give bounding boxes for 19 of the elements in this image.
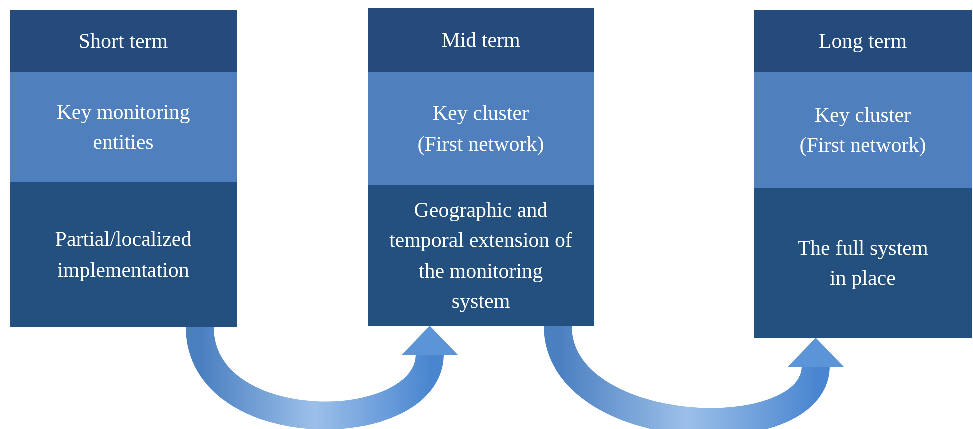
header-box [10, 10, 237, 72]
box-text: Key cluster (First network) [416, 100, 546, 158]
box-text: Short term [78, 28, 168, 55]
scope-box [754, 188, 972, 338]
box-text: Mid term [442, 26, 520, 54]
box-text: Geographic and temporal extension of the monitoring system [388, 196, 574, 315]
header-box [368, 8, 594, 72]
box-text: Key cluster (First network) [798, 102, 928, 159]
box-text: Key monitoring entities [56, 98, 192, 156]
curved-arrow [186, 324, 458, 429]
focus-box [368, 72, 594, 185]
box-text: Partial/localized implementation [54, 226, 193, 284]
focus-box [10, 72, 237, 182]
box-text: Long term [818, 28, 908, 55]
scope-box [10, 182, 237, 327]
header-box [754, 10, 972, 72]
box-text: The full system in place [796, 234, 930, 292]
focus-box [754, 72, 972, 188]
scope-box [368, 185, 594, 326]
